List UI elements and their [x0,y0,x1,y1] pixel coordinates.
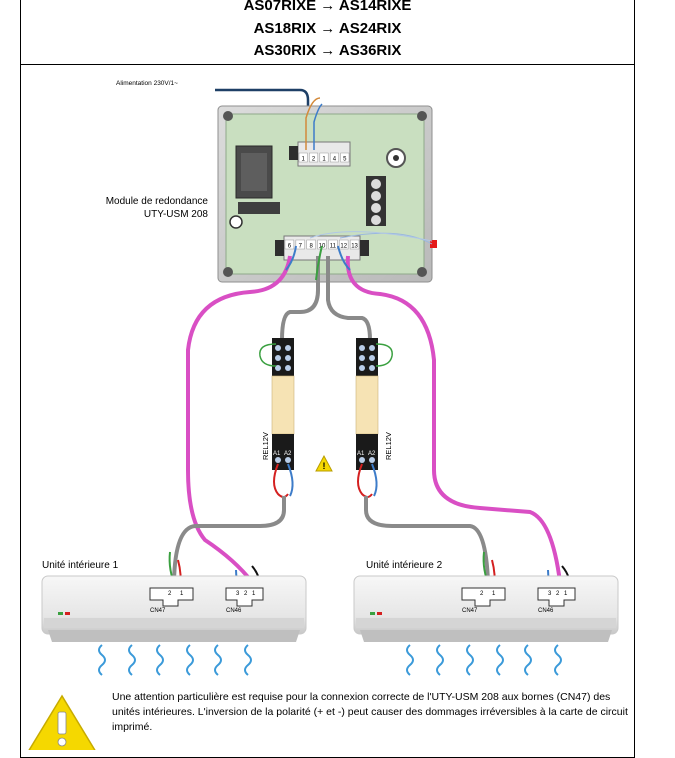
relay-right-label: REL12V [384,432,393,460]
unit1-cn47-pin-2: 2 [168,591,172,597]
airflow-wave [186,644,194,676]
bottom-terminal-label-7: 7 [299,244,303,250]
unit2-cn46-pin-2: 2 [556,591,560,597]
bottom-terminal-cell [306,239,316,250]
header-line-2: AS18RIX → AS24RIX [253,20,402,37]
unit2-cn46-pin-3: 3 [548,591,552,597]
module-label-line-2: UTY-USM 208 [143,209,208,220]
relay-left-coil-a1: A1 [273,451,281,457]
relay-left [259,338,295,470]
wire-magenta-left [186,255,292,584]
indoor-unit-1-label: Unité intérieure 1 [42,560,119,571]
warning-icon-large [28,694,96,750]
airflow-wave [466,644,474,676]
bottom-terminal-label-13: 13 [351,244,358,250]
unit2-cn47-pin-2: 2 [480,591,484,597]
warning-icon-small: ! [315,454,333,472]
airflow-wave [406,644,414,676]
unit1-cn47-label: CN47 [150,608,166,614]
airflow-wave [128,644,136,676]
unit1-cn46-label: CN46 [226,608,242,614]
header-line-3: AS30RIX → AS36RIX [253,42,402,59]
wire-magenta-right [345,255,562,583]
unit1-cn46-pin-3: 3 [236,591,240,597]
top-terminal-cell [340,152,350,163]
bottom-terminal-label-11: 11 [330,244,337,250]
wire-gray-relay-left [280,256,320,341]
bottom-terminal-cell [349,239,360,250]
unit2-cn46-label: CN46 [538,608,554,614]
wire-gray-relay-right [326,256,372,341]
relay-left-label: REL12V [261,432,270,460]
relay-left-coil-a2: A2 [284,451,292,457]
airflow-wave [244,644,252,676]
indoor-unit-2 [353,575,619,642]
top-terminal-label-1: 1 [322,157,326,163]
unit1-cn46-pin-1: 1 [252,591,256,597]
top-terminal-label-2: 2 [312,157,316,163]
top-terminal-cell [319,152,329,163]
indoor-unit-2-label: Unité intérieure 2 [366,560,443,571]
airflow-wave [524,644,532,676]
airflow-wave [496,644,504,676]
airflow-wave [436,644,444,676]
bottom-terminal-cell [339,239,349,250]
bottom-terminal-cell [295,239,305,250]
top-terminal-cell [329,152,339,163]
led-indicator [430,240,437,248]
bottom-terminal-cell [284,239,295,250]
top-terminal-cell [298,152,308,163]
module-label-line-1: Module de redondance [105,196,208,207]
relay-right [355,338,393,470]
power-cable [215,88,310,150]
wire-gray-unit-left [172,496,286,583]
bottom-terminal-cell [328,239,338,250]
capacitor [229,215,243,229]
airflow-wave [214,644,222,676]
bottom-terminal-label-6: 6 [288,244,292,250]
airflow-wave [554,644,562,676]
top-terminal-label-5: 5 [343,157,347,163]
wire-gray-unit-right [364,496,490,583]
unit2-cn47-pin-1: 1 [492,591,496,597]
airflow-waves [98,644,562,676]
top-terminal-cell [309,152,319,163]
unit2-cn46-pin-1: 1 [564,591,568,597]
unit1-cn47-pin-1: 1 [180,591,184,597]
airflow-wave [98,644,106,676]
top-terminal-label-1: 1 [302,157,306,163]
relay-right-coil-a1: A1 [357,451,365,457]
warning-text: Une attention particulière est requise p… [112,691,628,733]
relay-right-coil-a2: A2 [368,451,376,457]
unit2-cn47-label: CN47 [462,608,478,614]
airflow-wave [156,644,164,676]
power-label: Alimentation 230V/1~ [116,80,178,87]
header-line-1: AS07RIXE → AS14RIXE [243,0,412,14]
top-terminal-label-4: 4 [333,157,337,163]
indoor-unit-1 [41,575,307,642]
bottom-terminal-label-8: 8 [309,244,313,250]
header-separator [20,64,635,65]
bottom-terminal-label-12: 12 [340,244,347,250]
unit1-cn46-pin-2: 2 [244,591,248,597]
svg-text:!: ! [323,461,326,471]
